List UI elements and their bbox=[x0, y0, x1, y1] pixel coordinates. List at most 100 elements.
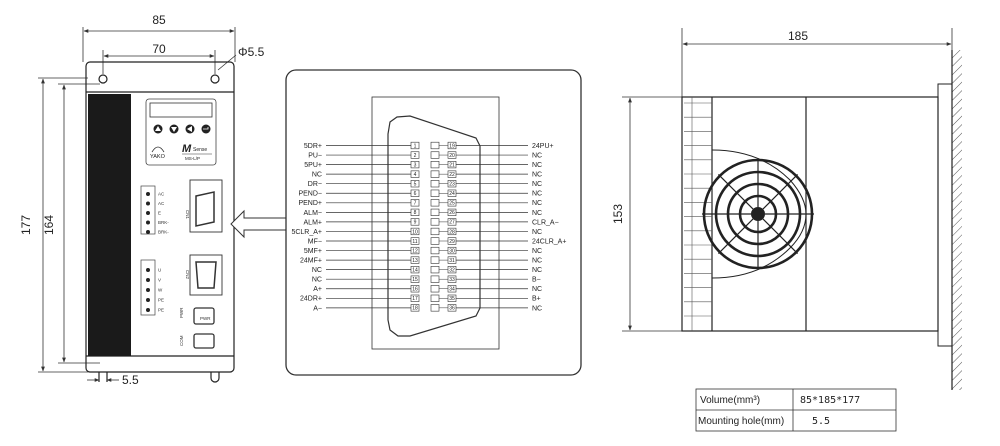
terminal-label: PE bbox=[158, 308, 164, 313]
com-port[interactable] bbox=[193, 333, 215, 349]
pin-box-middle bbox=[430, 218, 440, 226]
spec-row-volume-value: 85*185*177 bbox=[800, 395, 860, 406]
pointer-arrow-icon bbox=[230, 209, 286, 239]
pin-box-left bbox=[410, 256, 420, 264]
pin-label-right: B− bbox=[532, 277, 541, 284]
pin-number-right: 33 bbox=[449, 277, 455, 283]
pin-number-left: 13 bbox=[412, 258, 418, 264]
pin-box-left bbox=[410, 199, 420, 207]
pin-group: 15DR+2PU−35PU+4NC5DR−6PEND−7PEND+8ALM−9A… bbox=[291, 141, 566, 312]
pin-label-right: B+ bbox=[532, 296, 541, 303]
pin-label-right: NC bbox=[532, 210, 542, 217]
pin-number-right: 36 bbox=[449, 306, 455, 312]
pin-box-left bbox=[410, 180, 420, 188]
pin-label-left: PU− bbox=[308, 152, 322, 159]
pin-number-right: 21 bbox=[449, 162, 455, 168]
pin-number-left: 3 bbox=[414, 162, 417, 168]
pin-label-right: NC bbox=[532, 229, 542, 236]
pin-label-right: NC bbox=[532, 152, 542, 159]
terminal-screw[interactable] bbox=[146, 308, 150, 312]
pin-box-middle bbox=[430, 227, 440, 236]
heatsink-strip bbox=[88, 94, 131, 356]
cn2-frame bbox=[189, 254, 223, 296]
terminal-label: E bbox=[158, 211, 161, 216]
terminal-label: AC bbox=[158, 201, 165, 206]
pin-number-left: 5 bbox=[414, 182, 417, 188]
mount-hole-right bbox=[210, 74, 220, 84]
fan-spoke bbox=[717, 218, 754, 255]
terminal-screw[interactable] bbox=[146, 268, 150, 272]
pin-box-middle bbox=[430, 208, 440, 216]
pin-label-right: NC bbox=[532, 267, 542, 274]
pin-number-left: 7 bbox=[414, 201, 417, 207]
pin-number-left: 8 bbox=[414, 210, 417, 216]
down-arrow-icon bbox=[171, 127, 177, 132]
pinout-diagram: 15DR+2PU−35PU+4NC5DR−6PEND−7PEND+8ALM−9A… bbox=[285, 69, 582, 376]
pin-box-left bbox=[410, 227, 420, 236]
pin-label-right: NC bbox=[532, 286, 542, 293]
terminal-screw[interactable] bbox=[146, 220, 150, 225]
pin-box-left bbox=[410, 285, 420, 293]
terminal-screw[interactable] bbox=[146, 211, 150, 215]
terminal-screw[interactable] bbox=[146, 288, 150, 292]
dim-depth: 185 bbox=[788, 29, 808, 43]
terminal-screw[interactable] bbox=[146, 230, 150, 234]
cn2-label: CN2 bbox=[185, 270, 190, 279]
terminal-screw[interactable] bbox=[146, 298, 150, 302]
pin-number-left: 4 bbox=[414, 172, 417, 178]
terminal-label: BRK- bbox=[158, 220, 169, 225]
pin-label-left: NC bbox=[312, 277, 322, 284]
yako-logo-icon bbox=[151, 146, 165, 153]
drive-body bbox=[85, 61, 235, 373]
pin-number-left: 2 bbox=[414, 153, 417, 159]
pin-number-right: 26 bbox=[449, 210, 455, 216]
pin-label-left: 5PU+ bbox=[304, 162, 322, 169]
led-label-1: PWR bbox=[179, 307, 184, 318]
pin-box-left bbox=[410, 141, 420, 150]
terminal-screw[interactable] bbox=[146, 201, 150, 206]
terminal-label: BRK- bbox=[158, 230, 169, 235]
pin-number-right: 30 bbox=[449, 248, 455, 254]
pin-number-left: 9 bbox=[414, 220, 417, 226]
dim-hole-spacing: 70 bbox=[152, 42, 166, 56]
heatsink-fins bbox=[684, 97, 712, 331]
pin-label-left: 5MF+ bbox=[304, 248, 322, 255]
pin-label-right: NC bbox=[532, 248, 542, 255]
pin-number-right: 19 bbox=[449, 143, 455, 149]
pin-label-left: DR− bbox=[308, 181, 322, 188]
spec-row-mounting-value: 5.5 bbox=[812, 416, 830, 427]
pin-label-left: 24DR+ bbox=[300, 296, 322, 303]
pin-number-right: 31 bbox=[449, 258, 455, 264]
pinout-frame bbox=[285, 69, 582, 376]
cn2-port[interactable] bbox=[195, 261, 217, 289]
pin-box-left bbox=[410, 208, 420, 216]
spec-volume-unit: mm³ bbox=[737, 395, 758, 406]
spec-table: Volume(mm³) 85*185*177 Mounting hole(mm)… bbox=[695, 388, 897, 432]
pin-box-left bbox=[410, 304, 420, 312]
dim-hole-diameter: Φ5.5 bbox=[238, 45, 265, 59]
pin-label-right: 24CLR_A+ bbox=[532, 238, 566, 245]
pin-box-left bbox=[410, 170, 420, 178]
usb-port[interactable] bbox=[193, 307, 215, 325]
terminal-screw[interactable] bbox=[146, 278, 150, 282]
cn1-port[interactable] bbox=[195, 191, 215, 227]
terminal-screw[interactable] bbox=[146, 192, 150, 196]
pin-box-left bbox=[410, 275, 420, 283]
pin-box-middle bbox=[430, 246, 440, 255]
terminal-label: U bbox=[158, 268, 161, 273]
enter-icon bbox=[203, 127, 209, 130]
terminal-label: V bbox=[158, 278, 161, 283]
pin-number-right: 35 bbox=[449, 296, 455, 302]
pin-box-left bbox=[410, 189, 420, 197]
panel-frame bbox=[145, 98, 217, 166]
spec-mounting-unit: mm bbox=[764, 416, 781, 427]
front-view: 85 70 Φ5.5 177 164 5.5 bbox=[19, 13, 286, 387]
pin-number-right: 20 bbox=[449, 153, 455, 159]
pin-box-middle bbox=[430, 151, 440, 159]
pin-box-middle bbox=[430, 294, 440, 302]
mount-bracket bbox=[937, 83, 953, 347]
dim-height: 153 bbox=[611, 204, 625, 224]
